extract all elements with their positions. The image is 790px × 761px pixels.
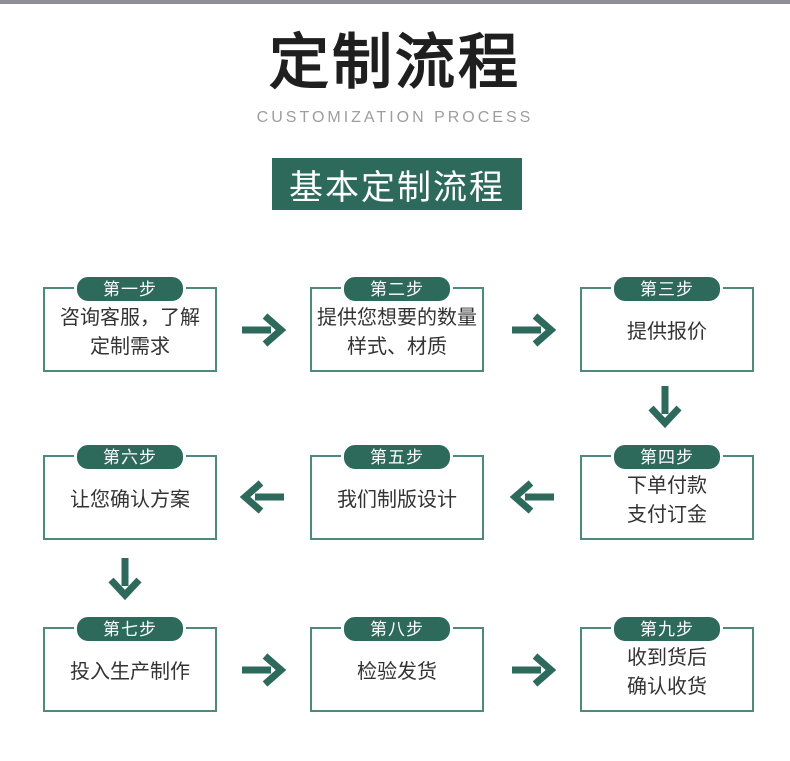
- step-box-3: 第三步 提供报价: [580, 274, 754, 372]
- arrow-right-icon: [240, 312, 287, 353]
- section-banner-label: 基本定制流程: [289, 168, 505, 207]
- step-label-7: 第七步: [103, 619, 157, 639]
- step-label-9: 第九步: [640, 619, 694, 639]
- step-label-8: 第八步: [370, 619, 424, 639]
- step-box-2: 第二步 提供您想要的数量 样式、材质: [310, 274, 484, 372]
- step-pill-8: 第八步: [341, 614, 453, 644]
- step-text-6: 让您确认方案: [70, 489, 190, 511]
- step-text-8: 检验发货: [357, 661, 437, 683]
- arrow-right-icon: [510, 652, 557, 693]
- step-box-4: 第四步 下单付款 支付订金: [580, 442, 754, 540]
- step-label-3: 第三步: [640, 279, 694, 299]
- step-text-3: 提供报价: [627, 321, 707, 343]
- step-pill-6: 第六步: [74, 442, 186, 472]
- step-label-4: 第四步: [640, 447, 694, 467]
- step-pill-7: 第七步: [74, 614, 186, 644]
- top-divider-bar: [0, 0, 790, 4]
- step-pill-5: 第五步: [341, 442, 453, 472]
- arrow-right-icon: [510, 312, 557, 353]
- step-text-1: 咨询客服，了解 定制需求: [60, 306, 200, 358]
- arrow-right-icon: [240, 652, 287, 693]
- step-pill-9: 第九步: [611, 614, 723, 644]
- step-box-8: 第八步 检验发货: [310, 614, 484, 712]
- arrow-down-icon: [107, 556, 143, 605]
- step-pill-3: 第三步: [611, 274, 723, 304]
- step-box-7: 第七步 投入生产制作: [43, 614, 217, 712]
- step-label-1: 第一步: [103, 279, 157, 299]
- step-label-2: 第二步: [370, 279, 424, 299]
- step-label-5: 第五步: [370, 447, 424, 467]
- arrow-left-icon: [509, 479, 556, 520]
- page-subtitle: CUSTOMIZATION PROCESS: [256, 109, 534, 126]
- step-pill-4: 第四步: [611, 442, 723, 472]
- page-title: 定制流程: [269, 29, 521, 96]
- step-text-5: 我们制版设计: [337, 489, 457, 511]
- step-box-6: 第六步 让您确认方案: [43, 442, 217, 540]
- section-banner: 基本定制流程: [272, 158, 522, 210]
- step-pill-1: 第一步: [74, 274, 186, 304]
- step-text-2: 提供您想要的数量 样式、材质: [317, 306, 477, 358]
- step-box-9: 第九步 收到货后 确认收货: [580, 614, 754, 712]
- step-box-5: 第五步 我们制版设计: [310, 442, 484, 540]
- step-text-4: 下单付款 支付订金: [627, 474, 707, 526]
- arrow-left-icon: [239, 479, 286, 520]
- step-label-6: 第六步: [103, 447, 157, 467]
- arrow-down-icon: [647, 384, 683, 433]
- step-text-9: 收到货后 确认收货: [627, 646, 707, 698]
- step-pill-2: 第二步: [341, 274, 453, 304]
- step-box-1: 第一步 咨询客服，了解 定制需求: [43, 274, 217, 372]
- step-text-7: 投入生产制作: [70, 661, 190, 683]
